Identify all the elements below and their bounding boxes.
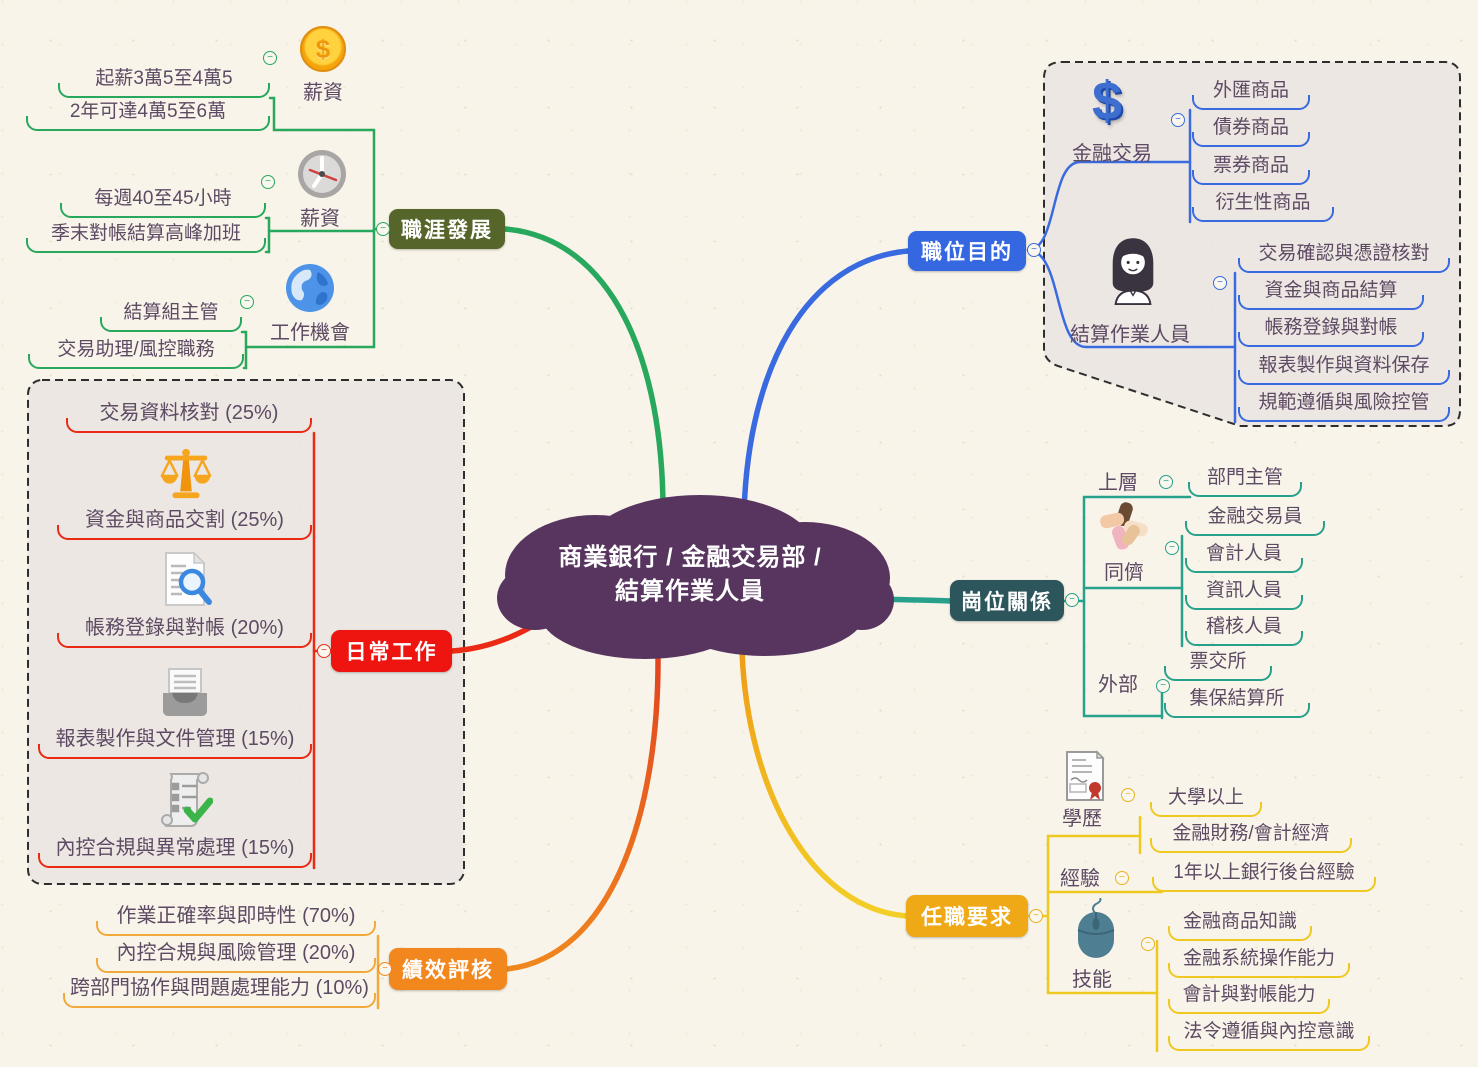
leaf-quarter-overtime[interactable]: 季末對帳結算高峰加班 xyxy=(26,218,266,253)
leaf-bank-backoffice-experience[interactable]: 1年以上銀行後台經驗 xyxy=(1152,857,1376,892)
leaf-bond-products[interactable]: 債券商品 xyxy=(1192,112,1310,147)
leaf-accuracy-timeliness[interactable]: 作業正確率與即時性 (70%) xyxy=(96,901,376,936)
collapse-icon[interactable]: − xyxy=(1065,593,1079,607)
leaf-university-above[interactable]: 大學以上 xyxy=(1150,782,1262,817)
leaf-audit-staff[interactable]: 稽核人員 xyxy=(1185,611,1303,646)
node-job-requirements[interactable]: 任職要求 xyxy=(906,895,1028,937)
hours-group-label[interactable]: 薪資 xyxy=(300,208,340,230)
leaf-finance-accounting-major[interactable]: 金融財務/會計經濟 xyxy=(1150,818,1352,853)
collapse-icon[interactable]: − xyxy=(1115,871,1129,885)
experience-group-label[interactable]: 經驗 xyxy=(1060,868,1100,890)
doc-search-icon xyxy=(156,549,214,616)
node-performance-review[interactable]: 績效評核 xyxy=(389,948,507,990)
external-group-label[interactable]: 外部 xyxy=(1098,674,1138,696)
collapse-icon[interactable]: − xyxy=(240,295,254,309)
leaf-derivative-products[interactable]: 衍生性商品 xyxy=(1192,187,1334,222)
upper-group-label[interactable]: 上層 xyxy=(1098,472,1138,494)
leaf-ledger-reconciliation[interactable]: 帳務登錄與對帳 xyxy=(1238,312,1424,347)
leaf-bills-clearing-house[interactable]: 票交所 xyxy=(1164,646,1272,681)
scroll-check-icon xyxy=(155,768,214,833)
leaf-trade-data-check[interactable]: 交易資料核對 (25%) xyxy=(66,398,312,433)
education-group-label[interactable]: 學歷 xyxy=(1062,808,1102,830)
collapse-icon[interactable]: − xyxy=(317,644,331,658)
leaf-bill-products[interactable]: 票券商品 xyxy=(1192,150,1310,185)
skills-group-label[interactable]: 技能 xyxy=(1072,969,1112,991)
clock-icon xyxy=(296,148,348,205)
leaf-tdcc[interactable]: 集保結算所 xyxy=(1164,683,1310,718)
dollar-icon: $ xyxy=(1092,71,1123,131)
globe-icon xyxy=(284,262,336,319)
collapse-icon[interactable]: − xyxy=(1165,541,1179,555)
leaf-regulatory-awareness[interactable]: 法令遵循與內控意識 xyxy=(1168,1016,1370,1051)
mouse-icon xyxy=(1074,897,1118,967)
leaf-compliance-risk-control[interactable]: 規範遵循與風險控管 xyxy=(1238,387,1450,422)
leaf-accounting-reconciliation-skills[interactable]: 會計與對帳能力 xyxy=(1168,979,1330,1014)
collapse-icon[interactable]: − xyxy=(1159,475,1173,489)
leaf-internal-control-exceptions[interactable]: 內控合規與異常處理 (15%) xyxy=(38,833,312,868)
coin-icon: $ xyxy=(300,26,346,72)
collapse-icon[interactable]: − xyxy=(1027,243,1041,257)
diploma-icon xyxy=(1062,750,1108,807)
leaf-financial-product-knowledge[interactable]: 金融商品知識 xyxy=(1168,906,1312,941)
leaf-accounting-staff[interactable]: 會計人員 xyxy=(1185,538,1303,573)
leaf-trading-assistant[interactable]: 交易助理/風控職務 xyxy=(28,334,244,369)
trading-group-label[interactable]: 金融交易 xyxy=(1072,143,1152,165)
central-topic-line2: 結算作業人員 xyxy=(615,578,765,605)
requirements-wires xyxy=(1026,815,1164,1053)
collapse-icon[interactable]: − xyxy=(1029,909,1043,923)
central-topic-line1: 商業銀行 / 金融交易部 / xyxy=(558,544,822,571)
leaf-forex-products[interactable]: 外匯商品 xyxy=(1192,75,1310,110)
leaf-funds-product-settlement[interactable]: 資金與商品結算 xyxy=(1238,275,1424,310)
node-daily-work[interactable]: 日常工作 xyxy=(331,630,452,672)
leaf-weekly-hours[interactable]: 每週40至45小時 xyxy=(60,183,266,218)
leaf-starting-salary[interactable]: 起薪3萬5至4萬5 xyxy=(58,63,270,98)
leaf-bookkeeping[interactable]: 帳務登錄與對帳 (20%) xyxy=(57,613,312,648)
central-topic[interactable]: 商業銀行 / 金融交易部 / 結算作業人員 xyxy=(535,541,845,609)
salary-group-label[interactable]: 薪資 xyxy=(303,82,343,104)
collapse-icon[interactable]: − xyxy=(1121,788,1135,802)
collapse-icon[interactable]: − xyxy=(1213,276,1227,290)
central-cloud[interactable] xyxy=(497,495,894,659)
collapse-icon[interactable]: − xyxy=(1171,113,1185,127)
leaf-report-doc-management[interactable]: 報表製作與文件管理 (15%) xyxy=(38,724,312,759)
tray-icon xyxy=(157,665,213,726)
career-wires xyxy=(240,96,394,370)
leaf-financial-trader[interactable]: 金融交易員 xyxy=(1185,501,1325,536)
relations-wires xyxy=(1062,495,1192,720)
hands-icon xyxy=(1098,500,1150,557)
main-branch-curves xyxy=(449,226,955,972)
leaf-settlement-supervisor[interactable]: 結算組主管 xyxy=(100,297,242,332)
leaf-compliance-risk[interactable]: 內控合規與風險管理 (20%) xyxy=(96,938,376,973)
leaf-cross-dept-collaboration[interactable]: 跨部門協作與問題處理能力 (10%) xyxy=(63,973,376,1008)
collapse-icon[interactable]: − xyxy=(263,51,277,65)
leaf-report-data-retention[interactable]: 報表製作與資料保存 xyxy=(1238,350,1450,385)
collapse-icon[interactable]: − xyxy=(1141,937,1155,951)
collapse-icon[interactable]: − xyxy=(376,222,390,236)
collapse-icon[interactable]: − xyxy=(1156,679,1170,693)
leaf-it-staff[interactable]: 資訊人員 xyxy=(1185,575,1303,610)
scale-icon xyxy=(157,445,215,508)
node-career-development[interactable]: 職涯發展 xyxy=(389,209,505,249)
leaf-salary-growth[interactable]: 2年可達4萬5至6萬 xyxy=(26,96,270,131)
collapse-icon[interactable]: − xyxy=(378,962,392,976)
peers-group-label[interactable]: 同儕 xyxy=(1104,562,1144,584)
node-position-purpose[interactable]: 職位目的 xyxy=(908,231,1026,271)
node-position-relations[interactable]: 崗位關係 xyxy=(950,580,1064,621)
settlement-group-label[interactable]: 結算作業人員 xyxy=(1070,324,1190,346)
opportunity-group-label[interactable]: 工作機會 xyxy=(270,322,350,344)
leaf-financial-system-skills[interactable]: 金融系統操作能力 xyxy=(1168,943,1350,978)
leaf-funds-settlement[interactable]: 資金與商品交割 (25%) xyxy=(57,505,312,540)
woman-avatar-icon xyxy=(1104,236,1162,321)
boundary-position-purpose xyxy=(1043,61,1461,427)
collapse-icon[interactable]: − xyxy=(261,175,275,189)
leaf-department-head[interactable]: 部門主管 xyxy=(1188,462,1302,497)
leaf-trade-confirmation[interactable]: 交易確認與憑證核對 xyxy=(1238,238,1450,273)
